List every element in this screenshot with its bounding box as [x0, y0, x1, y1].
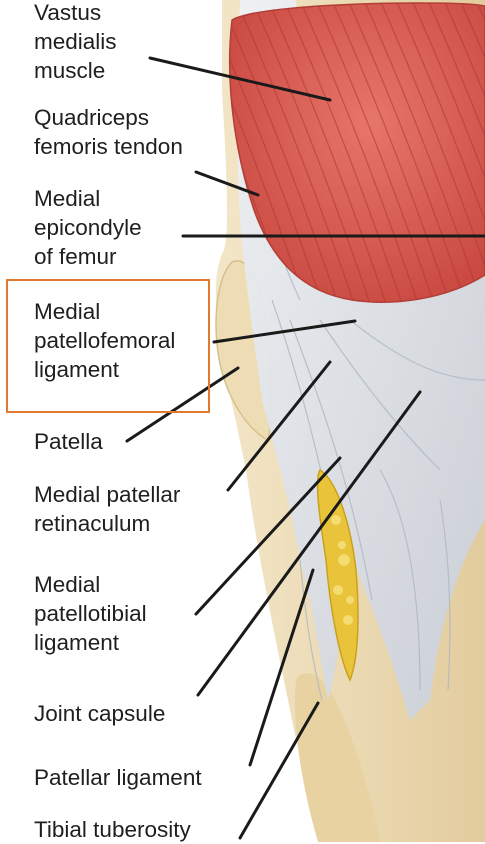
leader-line-joint-capsule: [196, 390, 422, 697]
muscle-fiber-line: [229, 2, 325, 303]
highlight-box: [6, 279, 210, 413]
label-patellar-ligament: Patellar ligament: [34, 765, 202, 790]
muscle-fiber-line: [251, 2, 373, 303]
muscle-fiber-line: [283, 2, 405, 303]
leader-line-patella: [125, 366, 240, 443]
muscle-fiber-line: [379, 2, 485, 303]
muscle-fiber-line: [443, 2, 485, 303]
muscle-fiber-line: [229, 2, 341, 303]
label-tibial-tuberosity: Tibial tuberosity: [34, 817, 191, 842]
muscle-fiber-line: [267, 2, 389, 303]
muscle-fiber-line: [299, 2, 421, 303]
muscle-fiber-line: [331, 2, 453, 303]
muscle-fiber-line: [363, 2, 485, 303]
leader-line-tibial-tuberosity: [238, 701, 320, 840]
muscle-fiber-line: [347, 2, 469, 303]
leader-line-quadriceps-tendon: [194, 170, 260, 197]
leader-line-patellar-ligament: [248, 568, 315, 767]
leader-line-medial-patellofemoral-ligament: [212, 319, 357, 344]
muscle-fiber-line: [315, 2, 437, 303]
leader-line-vastus-medialis: [148, 56, 332, 102]
vastus-medialis-muscle-shape: [228, 2, 485, 303]
muscle-fiber-line: [395, 2, 485, 303]
tibial-tuberosity-shape: [294, 673, 380, 842]
leader-lines: [125, 56, 485, 840]
muscle-fiber-line: [229, 2, 309, 303]
muscle-fiber-line: [235, 2, 357, 303]
muscle-fiber-line: [427, 2, 485, 303]
fat-pad: [316, 468, 359, 682]
fat-pad-globules: [331, 515, 354, 625]
label-joint-capsule: Joint capsule: [34, 701, 166, 726]
leader-line-medial-patellotibial-ligament: [194, 456, 342, 616]
muscle-fiber-line: [459, 2, 485, 303]
leader-line-medial-patellar-retinaculum: [226, 360, 332, 492]
label-patella: Patella: [34, 429, 103, 454]
muscle-fiber-line: [411, 2, 485, 303]
